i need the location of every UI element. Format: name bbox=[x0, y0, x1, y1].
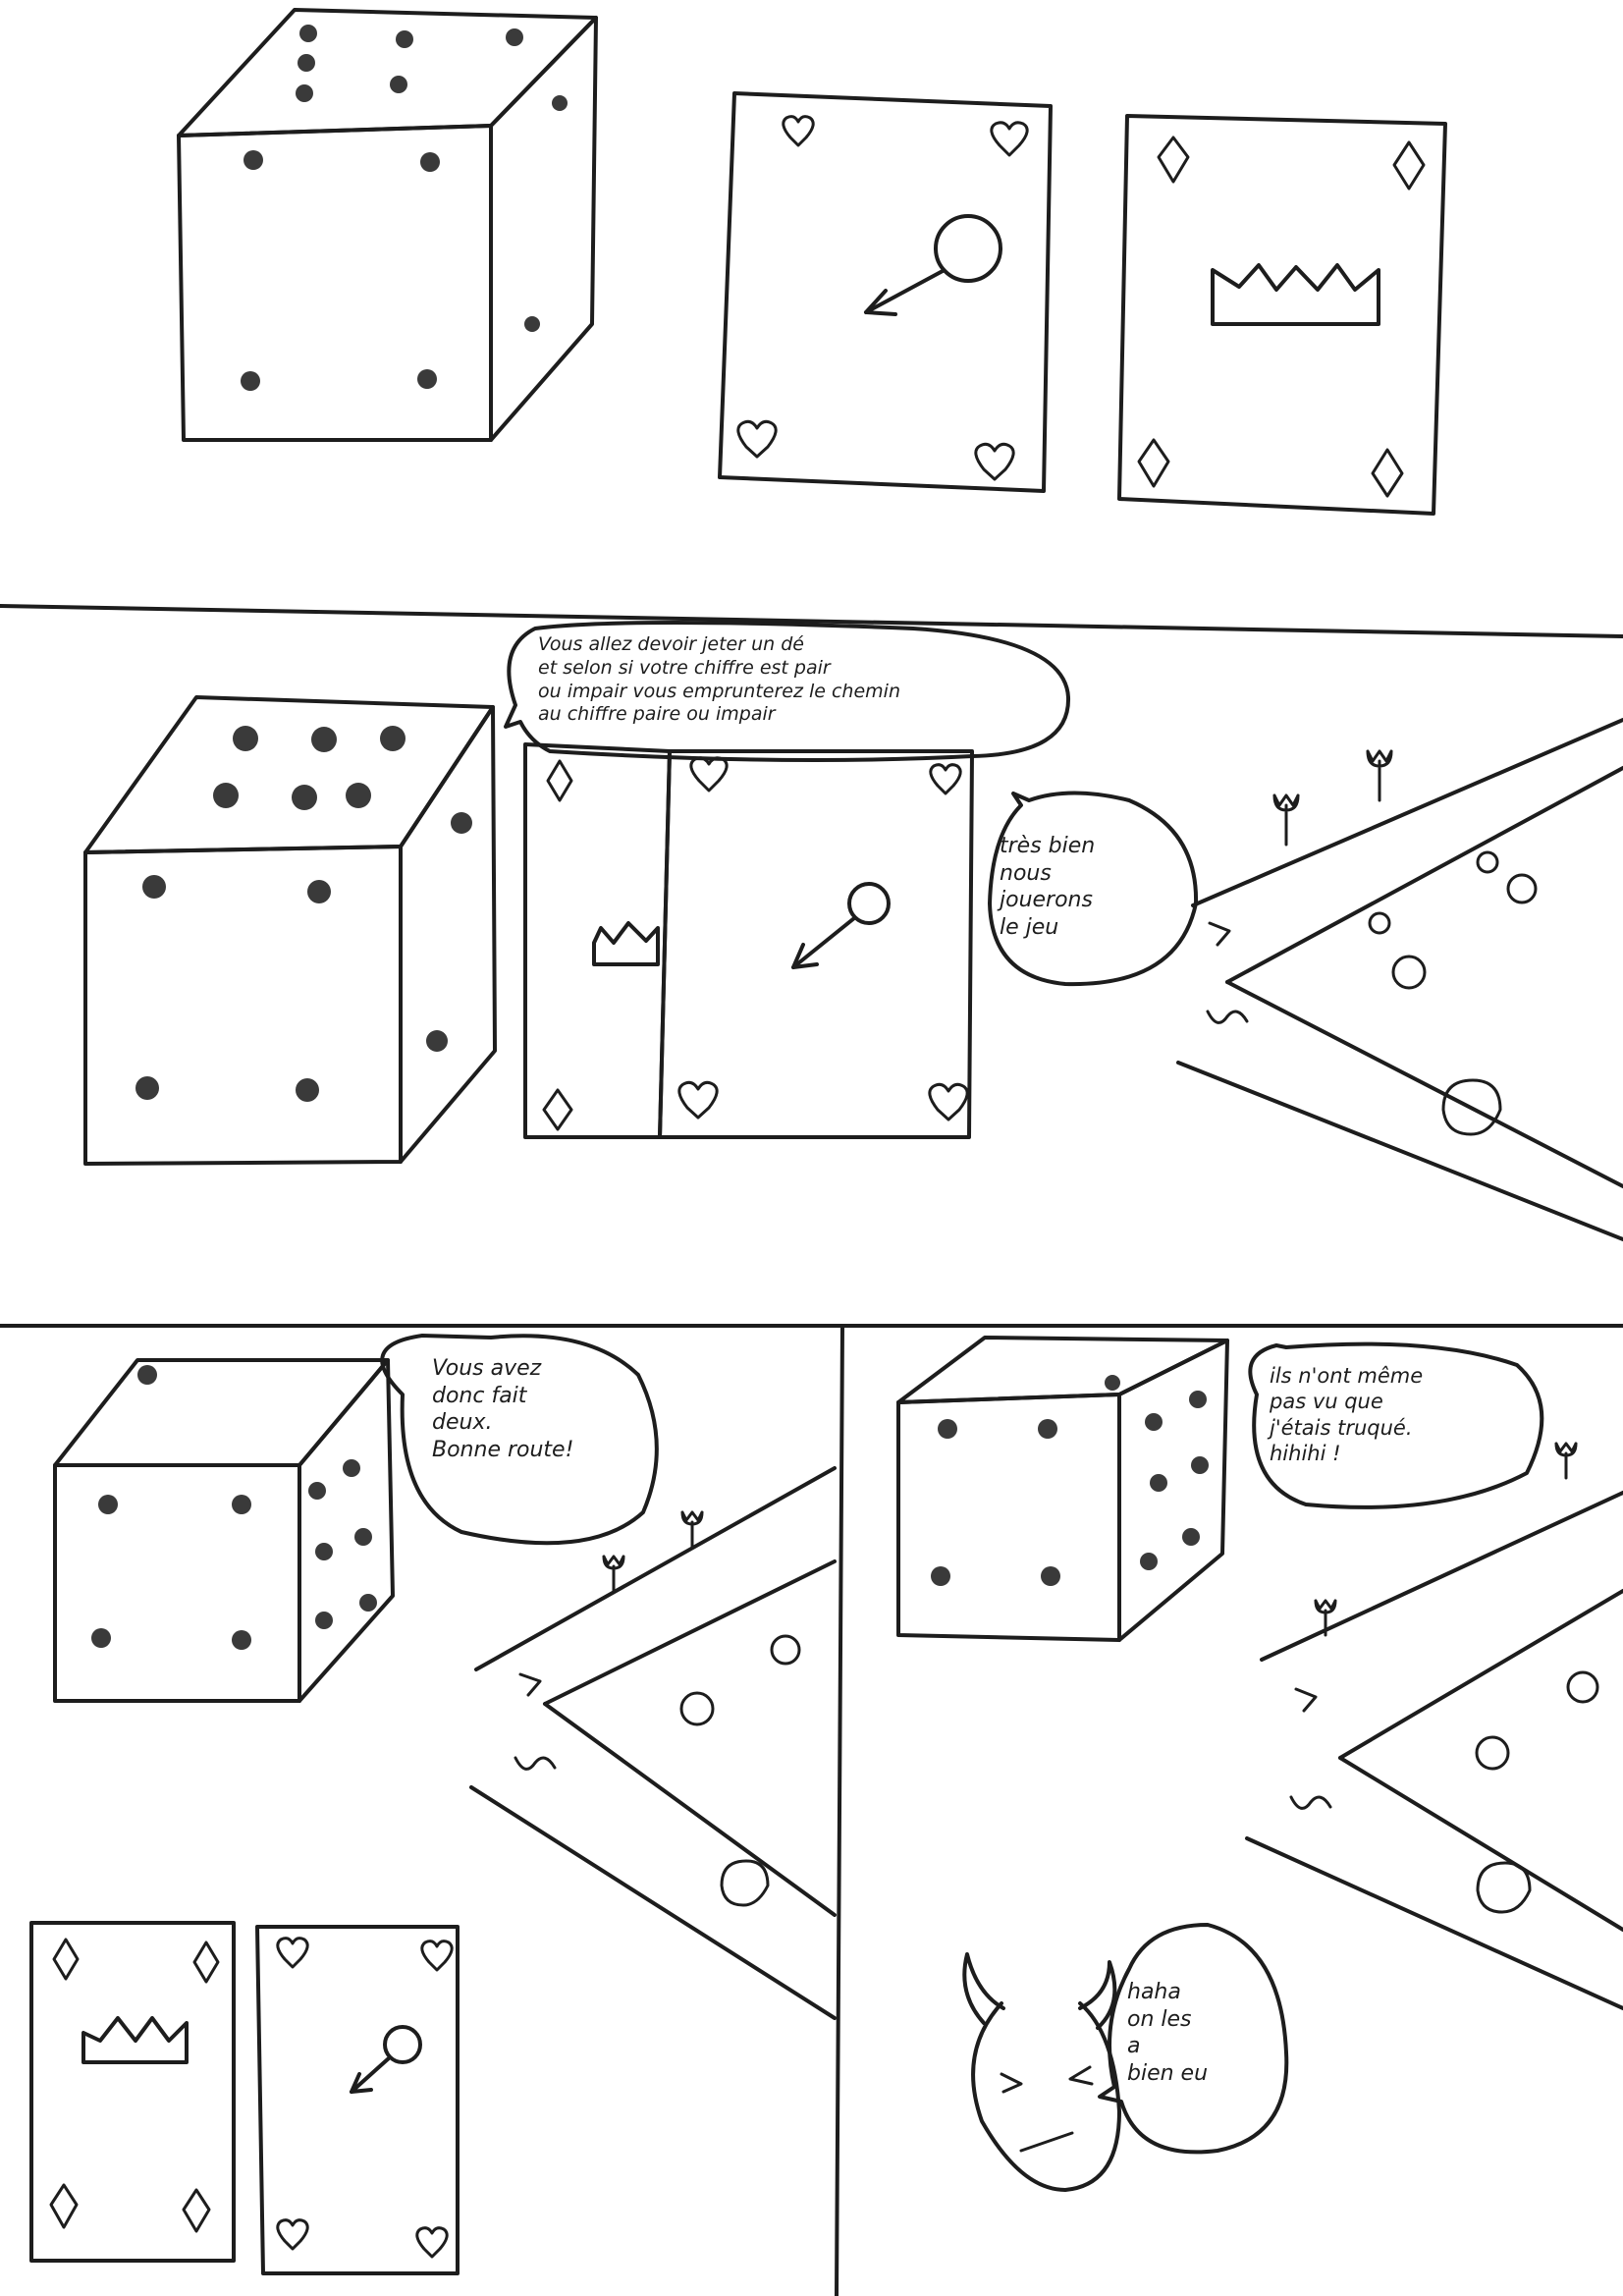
creature-icon bbox=[1441, 1078, 1502, 1136]
tulip-icon bbox=[1272, 793, 1300, 847]
die-large bbox=[177, 8, 598, 442]
panel-borders bbox=[0, 604, 1623, 2296]
panel-4 bbox=[896, 1336, 1623, 2192]
panel4-bubble-text: ils n'ont même pas vu que j'étais truqué… bbox=[1270, 1364, 1424, 1465]
tulip-icon bbox=[680, 1510, 704, 1549]
panel4-bubble-outline bbox=[1248, 1341, 1544, 1509]
reply-bubble-text: très bien nous jouerons le jeu bbox=[1000, 834, 1096, 940]
reply-bubble-outline bbox=[988, 791, 1199, 987]
panel3-bubble-text: Vous avez donc fait deux. Bonne route! bbox=[432, 1356, 574, 1462]
card-diamonds-small bbox=[29, 1921, 236, 2263]
panel-2 bbox=[83, 621, 1623, 1241]
cards-stacked bbox=[523, 742, 974, 1139]
flower-icon bbox=[679, 1691, 715, 1726]
die-rigged bbox=[896, 1336, 1229, 1642]
tulip-icon bbox=[1554, 1442, 1578, 1480]
devil-bubble-outline bbox=[1098, 1923, 1289, 2155]
narrator-bubble-text: Vous allez devoir jeter un dé et selon s… bbox=[538, 633, 900, 726]
flower-icon bbox=[1391, 955, 1427, 990]
die-small bbox=[53, 1358, 395, 1703]
flower-icon bbox=[1566, 1670, 1599, 1704]
tulip-bud-icon bbox=[1476, 850, 1499, 874]
card-diamonds-king bbox=[1117, 114, 1447, 516]
tulip-bud-icon bbox=[1368, 911, 1391, 935]
forked-road bbox=[1176, 718, 1623, 1241]
narrator-bubble-outline bbox=[504, 621, 1071, 762]
tulip-icon bbox=[1314, 1599, 1337, 1637]
flower-icon bbox=[770, 1634, 801, 1666]
tulip-icon bbox=[1366, 749, 1393, 802]
forked-road bbox=[1245, 1442, 1623, 2010]
panel-3 bbox=[29, 1334, 837, 2275]
panel-1 bbox=[177, 8, 1447, 516]
devil-bubble-text: haha on les a bien eu bbox=[1127, 1980, 1209, 2086]
die-medium bbox=[83, 695, 497, 1166]
forked-road bbox=[469, 1466, 837, 2020]
panel3-bubble-outline bbox=[380, 1334, 659, 1546]
creature-icon bbox=[720, 1859, 770, 1907]
creature-icon bbox=[1476, 1861, 1532, 1914]
card-hearts-small bbox=[255, 1925, 460, 2275]
flower-icon bbox=[1506, 873, 1538, 904]
card-hearts-queen bbox=[718, 91, 1053, 493]
flower-icon bbox=[1475, 1735, 1510, 1771]
tulip-icon bbox=[602, 1555, 625, 1593]
devil-face bbox=[962, 1952, 1121, 2192]
